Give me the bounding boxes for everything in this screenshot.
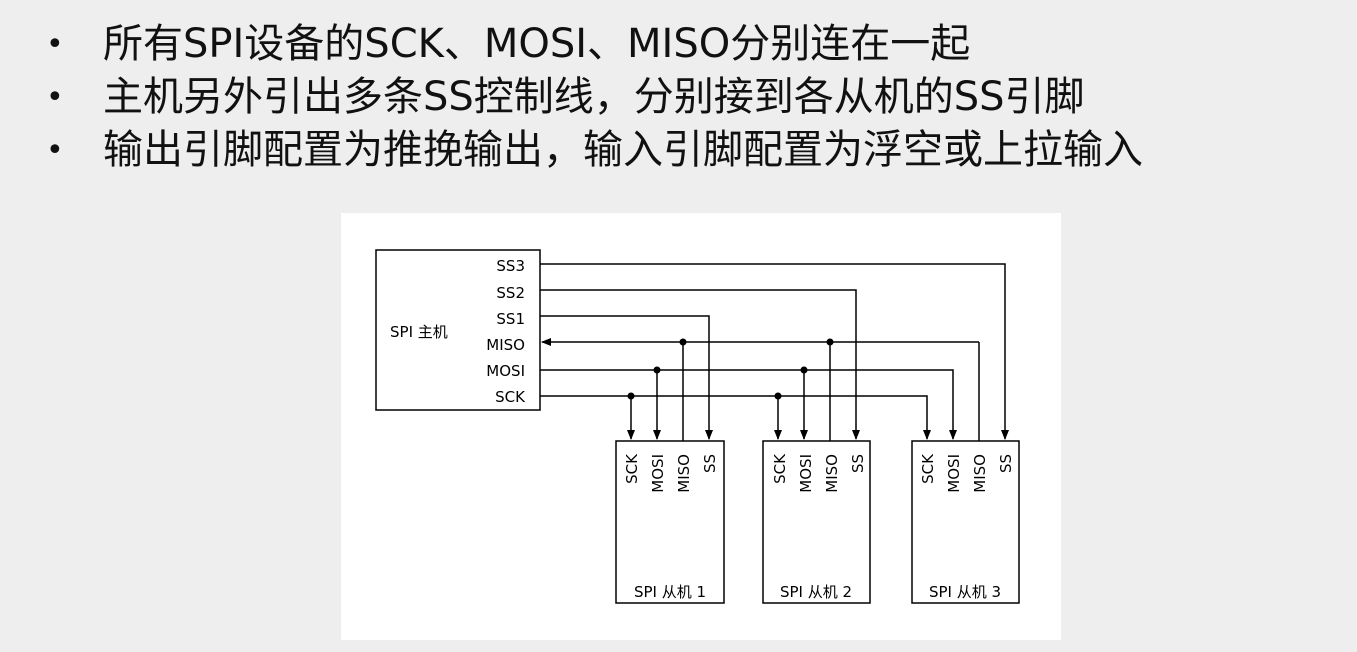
junction-miso-2 [826, 338, 834, 346]
bullet-item-2: • 主机另外引出多条SS控制线，分别接到各从机的SS引脚 [0, 71, 1357, 124]
master-pin-ss1: SS1 [496, 310, 525, 328]
bullet-dot-icon: • [46, 27, 64, 62]
master-pin-miso: MISO [486, 336, 525, 354]
bullet-dot-icon: • [46, 80, 64, 115]
master-pin-ss3: SS3 [496, 257, 525, 275]
master-pin-mosi: MOSI [486, 362, 525, 380]
master-pin-sck: SCK [495, 388, 526, 406]
slave-label-2: SPI 从机 2 [780, 583, 852, 601]
slave1-pin-miso: MISO [675, 454, 693, 493]
slave2-pin-mosi: MOSI [797, 454, 815, 493]
bullet-list: • 所有SPI设备的SCK、MOSI、MISO分别连在一起 • 主机另外引出多条… [0, 18, 1357, 177]
slave-box-1 [615, 440, 725, 604]
slave1-pin-mosi: MOSI [649, 454, 667, 493]
slave1-pin-sck: SCK [623, 453, 641, 484]
junction-sck-2 [774, 392, 782, 400]
junction-mosi-2 [800, 366, 808, 374]
slave3-pin-sck: SCK [919, 453, 937, 484]
bullet-item-3: • 输出引脚配置为推挽输出，输入引脚配置为浮空或上拉输入 [0, 124, 1357, 177]
wire-ss3 [540, 263, 1009, 440]
slave-box-2 [762, 440, 871, 604]
slave2-pin-miso: MISO [823, 454, 841, 493]
slave1-pin-ss: SS [701, 454, 719, 473]
slave2-pin-sck: SCK [771, 453, 789, 484]
slave-box-3 [911, 440, 1020, 604]
master-box [375, 249, 541, 411]
wire-mosi-bus [540, 369, 957, 440]
slave2-pin-ss: SS [849, 454, 867, 473]
slave3-pin-ss: SS [997, 454, 1015, 473]
slave3-pin-miso: MISO [971, 454, 989, 493]
bullet-text-3: 输出引脚配置为推挽输出，输入引脚配置为浮空或上拉输入 [103, 127, 1143, 173]
slave-label-1: SPI 从机 1 [634, 583, 706, 601]
wire-ss2 [540, 289, 860, 440]
slave3-pin-mosi: MOSI [945, 454, 963, 493]
bullet-text-1: 所有SPI设备的SCK、MOSI、MISO分别连在一起 [103, 21, 971, 67]
wire-ss1 [540, 315, 713, 440]
bullet-text-2: 主机另外引出多条SS控制线，分别接到各从机的SS引脚 [103, 74, 1085, 120]
spi-diagram-panel: SPI 主机 SS3 SS2 SS1 MISO MOSI SCK SPI 从机 … [341, 213, 1061, 640]
junction-miso-1 [679, 338, 687, 346]
master-label: SPI 主机 [390, 323, 448, 341]
spi-wiring-diagram: SPI 主机 SS3 SS2 SS1 MISO MOSI SCK SPI 从机 … [375, 249, 1020, 604]
bullet-item-1: • 所有SPI设备的SCK、MOSI、MISO分别连在一起 [0, 18, 1357, 71]
bullet-dot-icon: • [46, 133, 64, 168]
slave-label-3: SPI 从机 3 [929, 583, 1001, 601]
junction-mosi-1 [653, 366, 661, 374]
master-pin-ss2: SS2 [496, 284, 525, 302]
junction-sck-1 [627, 392, 635, 400]
wire-sck-bus [540, 395, 931, 440]
